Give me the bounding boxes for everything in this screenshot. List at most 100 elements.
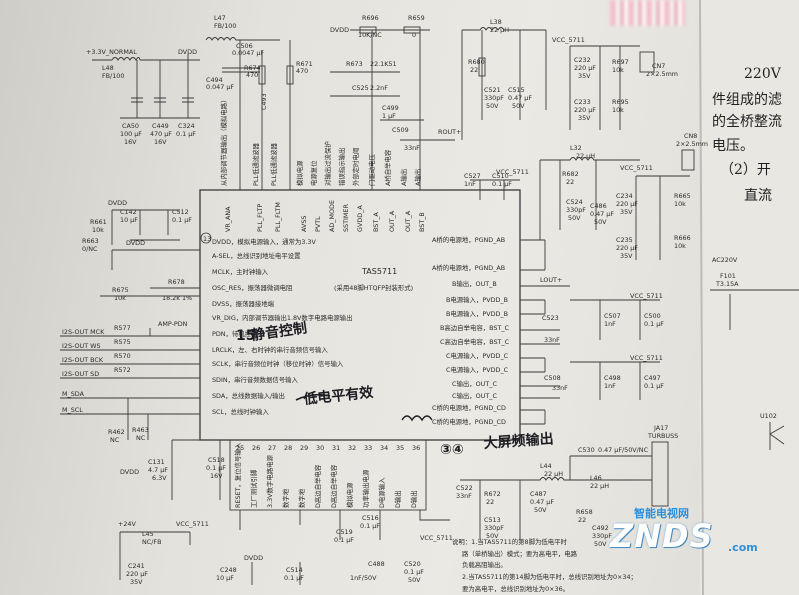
wire-bottom-pins [239,510,450,540]
right-f101: F101 [720,272,736,280]
right-page [700,0,799,595]
wire-24v [119,531,191,580]
label-c234: C234 [616,192,633,200]
label-r695-val: 10k [612,106,624,114]
label-dvdd-bottom-left: DVDD [120,468,139,476]
label-c241: C241 [128,562,145,570]
label-l47-val: FB/100 [214,22,236,30]
annotation-arrow [295,393,331,401]
bottom-pin-desc: 3.3V数字电路电源 [265,455,274,508]
pin-number-13: 13 [203,235,211,243]
left-pin-desc: DVDD，模拟电源输入，通常为3.3V [212,237,316,246]
chip-bottom-pin-block [229,439,427,511]
right-pin-desc: B高边自举电容，BST_C [440,323,510,332]
annotation-output-nums: ③④ [440,442,464,458]
label-c530: C530 [578,446,595,454]
label-r673: R673 [346,60,363,68]
label-l46: L46 [590,474,602,482]
label-c487-val: 0.47 μF [530,498,554,506]
label-c507-val: 1nF [604,320,616,328]
label-c523: C523 [542,314,559,322]
page-fold [699,0,704,595]
note-line-3: 负载高阻输出。 [462,560,507,569]
annotation-output: 大屏频输出 [483,430,554,452]
wire-osc [100,287,200,297]
label-dvdd-top: DVDD [178,48,197,56]
label-dvdd-r661: DVDD [126,239,145,247]
label-c232: C232 [574,56,591,64]
label-c522-val: 33nF [456,492,472,500]
label-c515: C515 [508,86,525,94]
label-l32-val: 22 μH [576,152,595,160]
label-c235: C235 [616,236,633,244]
note-line-4: 2.当TAS5711的第14脚为低电平时，总线识别地址为0×34； [462,572,637,581]
label-cn7: CN7 [652,62,665,70]
top-pin-name: OUT_A [388,210,396,232]
chip-right-pins: A桥的电源地，PGND_AB A桥的电源地，PGND_AB B输出，OUT_B … [432,235,510,426]
label-c524: C524 [566,198,583,206]
wire-c509 [380,119,455,141]
right-text-4: 电压。 [712,138,754,154]
label-c233-v: 35V [578,114,591,122]
wire-asel [111,249,200,270]
top-pin-name: VR_ANA [224,206,232,232]
label-c449-v: 16V [154,138,167,146]
top-pin-name: BST_B [418,212,426,232]
label-c142: C142 [120,208,137,216]
label-r673-val: 22.1K51 [370,60,397,68]
label-l45: L45 [142,530,154,538]
transistor-u102 [769,422,785,450]
label-l48: L48 [102,64,114,72]
label-c520: C520 [404,560,421,568]
label-c518-v: 16V [210,472,223,480]
label-r674: R674 [244,64,261,72]
wire-pll [222,40,291,190]
resistor-r659 [403,26,421,34]
bottom-pin-desc: 数字地 [281,488,290,508]
top-pin-desc: PLL低通滤波器 [251,142,260,186]
label-c324-val: 0.1 μF [176,130,196,138]
watermark-tld: .com [728,541,758,554]
chip-left-pins: DVDD，模拟电源输入，通常为3.3V A-SEL，总线识别地址电平设置 MCL… [212,237,353,416]
inductor-l32 [539,157,640,240]
label-c509: C509 [392,126,409,134]
label-c142-val: 10 μF [120,216,138,224]
connector-cn8 [681,149,695,171]
right-pin-desc: B电源输入，PVDD_B [446,309,508,318]
top-pin-desc: A输出 [399,169,408,186]
label-c513: C513 [484,516,501,524]
label-c248: C248 [220,566,237,574]
label-c513-val: 330pF [484,524,504,532]
right-pin-desc: C输出，OUT_C [452,379,497,388]
label-c497-val: 0.1 μF [644,382,664,390]
watermark-top: 智能电视网 [634,507,689,520]
top-pin-desc: 电源复位 [309,160,318,186]
label-turbuss: TURBUSS [647,432,678,440]
left-pin-desc: A-SEL，总线识别地址电平设置 [212,251,301,260]
pin-number: 36 [412,444,420,452]
label-l38-val: 22 μH [490,26,509,34]
wire-r696 [350,29,430,190]
pin-number: 27 [268,444,276,452]
bottom-pin-desc: D电源输入 [377,477,386,508]
label-vcc-5711-top: VCC_5711 [552,36,585,44]
right-pin-desc: A桥的电源地，PGND_AB [432,235,505,244]
label-l45-val: NC/FB [142,538,161,546]
left-pin-desc: VR_DIG，内部调节器输出1.8V数字电路电源输出 [212,313,353,322]
left-pin-desc: DVSS，振荡器接地端 [212,299,275,308]
cap-c449 [154,97,166,103]
top-pin-name: OUT_A [404,210,412,232]
wire-33v [92,54,200,62]
label-r682: R682 [562,170,579,178]
label-r661: R661 [90,218,107,226]
left-pin-desc: SCL，总线时钟输入 [212,407,269,416]
right-text-6: 直流 [744,187,772,204]
wire-vcc-mid [470,179,520,200]
label-r572: R572 [114,366,131,374]
label-c521-val: 330pF [484,94,504,102]
inductor-l47 [205,37,280,41]
label-ja17: JA17 [653,424,668,432]
label-c232-val: 220 μF [574,64,596,72]
right-pin-desc: B输出，OUT_B [452,279,497,288]
watermark: 智能电视网 ZNDS .com [610,505,760,565]
